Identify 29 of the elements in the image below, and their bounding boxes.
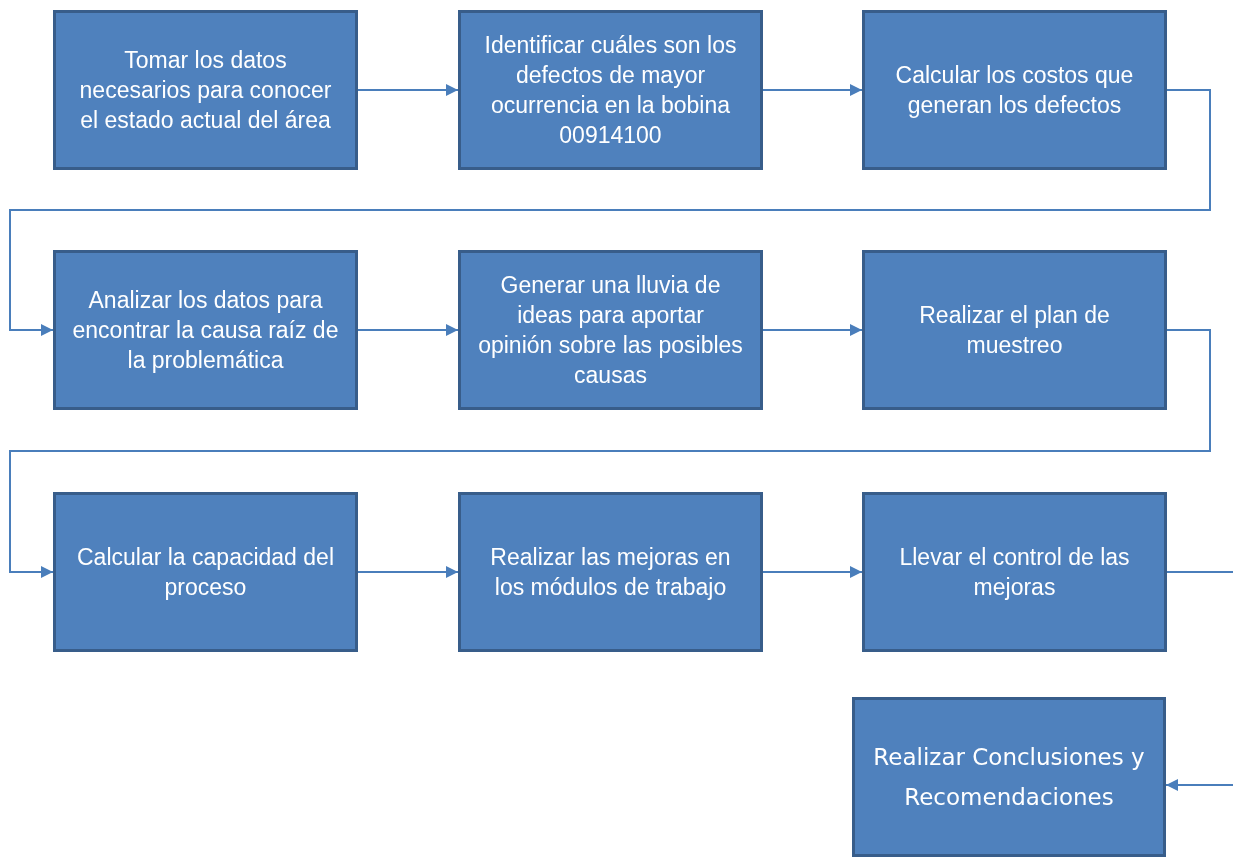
step-text: Generar una lluvia de ideas para aportar opinión sobre las posibles causas — [477, 271, 744, 390]
step-text: Realizar las mejoras en los módulos de trabajo — [489, 543, 732, 602]
arrow — [357, 566, 459, 578]
step-text: Tomar los datos necesarios para conocer el estado actual del área — [78, 46, 333, 135]
process-box — [458, 250, 763, 410]
arrow — [357, 84, 459, 96]
arrow — [762, 84, 863, 96]
arrow — [9, 329, 1211, 578]
process-box — [458, 492, 763, 652]
step-text: Analizar los datos para encontrar la causa raíz de la problemática — [72, 286, 339, 375]
process-box — [862, 10, 1167, 170]
process-box — [53, 10, 358, 170]
arrow — [357, 324, 459, 336]
process-box — [852, 697, 1166, 857]
step-text: Llevar el control de las mejoras — [898, 543, 1131, 602]
process-box — [458, 10, 763, 170]
step-text: Realizar Conclusiones y Recomendaciones — [872, 743, 1146, 812]
arrow — [762, 324, 863, 336]
arrow — [762, 566, 863, 578]
step-text: Realizar el plan de muestreo — [918, 301, 1111, 360]
arrow — [1165, 779, 1233, 791]
step-text: Calcular la capacidad del proceso — [76, 543, 335, 602]
process-box — [862, 250, 1167, 410]
process-box — [862, 492, 1167, 652]
process-box — [53, 492, 358, 652]
step-text: Calcular los costos que generan los defectos — [894, 61, 1135, 120]
step-text: Identificar cuáles son los defectos de mayor ocurrencia en la bobina 00914100 — [483, 31, 738, 150]
arrow — [9, 89, 1211, 336]
process-box — [53, 250, 358, 410]
